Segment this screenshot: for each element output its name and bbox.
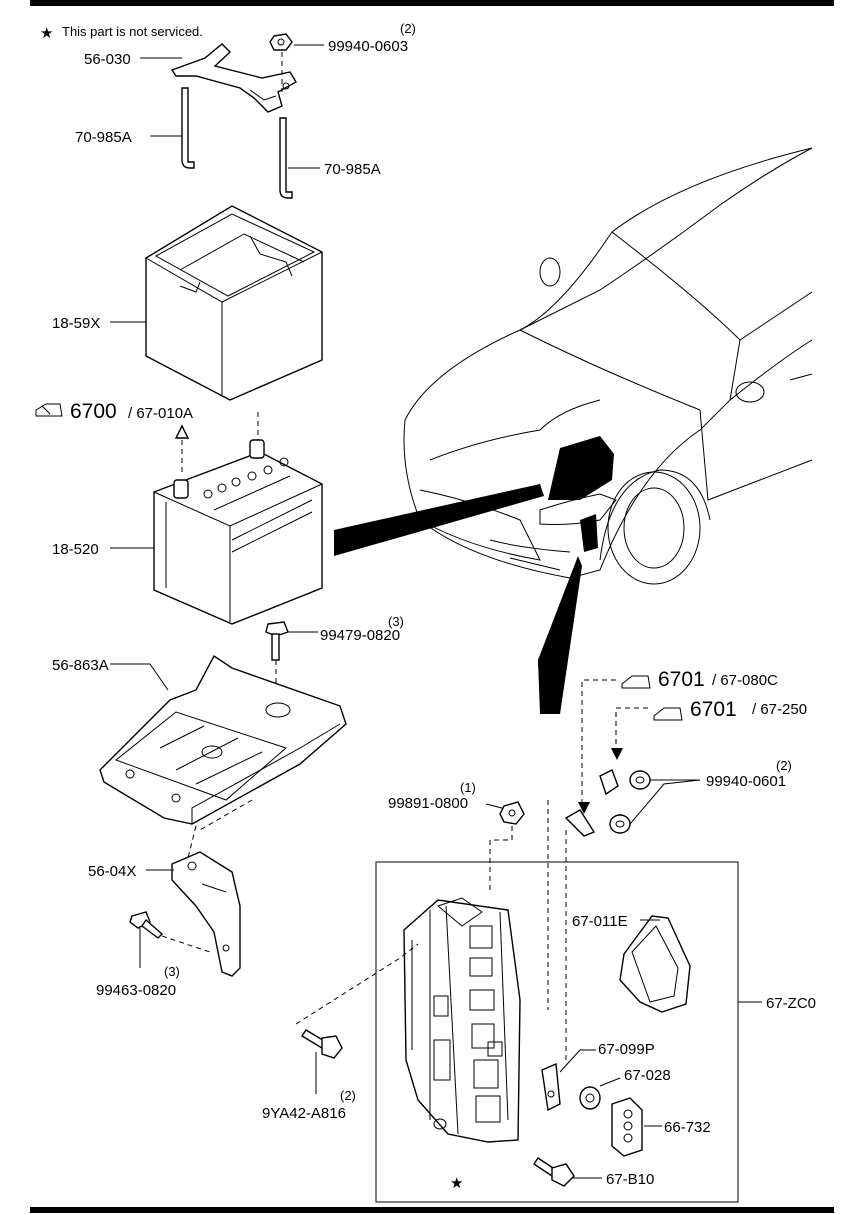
top-border bbox=[30, 0, 834, 6]
terminal-clip-icon bbox=[564, 769, 619, 837]
battery-clamp-bracket bbox=[170, 43, 297, 113]
hold-down-rod-right bbox=[279, 117, 293, 199]
label-70-985A-right: 70-985A bbox=[324, 161, 381, 178]
nut-icon bbox=[499, 801, 525, 825]
ref-6701-a-number: 6701 bbox=[658, 668, 705, 691]
connector-block bbox=[611, 1097, 643, 1157]
battery bbox=[153, 439, 323, 625]
label-67-028: 67-028 bbox=[624, 1067, 671, 1084]
bolt-icon bbox=[265, 621, 289, 661]
nut-icon bbox=[579, 1086, 601, 1110]
bolt-icon bbox=[301, 1029, 343, 1059]
label-67-011E: 67-011E bbox=[572, 913, 628, 930]
battery-tray bbox=[99, 654, 347, 825]
reference-book-icon bbox=[35, 403, 63, 417]
battery-location-highlight bbox=[548, 436, 614, 500]
qty-99479-0820: (3) bbox=[388, 614, 404, 629]
fuse-block-assembly-box bbox=[375, 861, 739, 1203]
note-text: This part is not serviced. bbox=[62, 24, 203, 39]
label-99463-0820: 99463-0820 bbox=[96, 982, 176, 999]
ref-6701-b-number: 6701 bbox=[690, 698, 737, 721]
fuse-block-cover bbox=[619, 915, 691, 1013]
label-18-520: 18-520 bbox=[52, 541, 99, 558]
tray-support-bracket bbox=[171, 851, 241, 977]
pointer-wedge-battery bbox=[334, 484, 544, 556]
label-99940-0601: 99940-0601 bbox=[706, 773, 786, 790]
label-9YA42-A816: 9YA42-A816 bbox=[262, 1105, 346, 1122]
qty-99940-0601: (2) bbox=[776, 758, 792, 773]
not-serviced-star: ★ bbox=[450, 1175, 463, 1192]
ref-6700-number: 6700 bbox=[70, 400, 117, 423]
ref-6701-a-code: / 67-080C bbox=[712, 672, 778, 689]
bolt-icon bbox=[533, 1157, 575, 1187]
fuse-block bbox=[403, 897, 521, 1143]
label-56-030: 56-030 bbox=[84, 51, 131, 68]
label-99479-0820: 99479-0820 bbox=[320, 627, 400, 644]
label-67-099P: 67-099P bbox=[598, 1041, 655, 1058]
label-70-985A-left: 70-985A bbox=[75, 129, 132, 146]
qty-99463-0820: (3) bbox=[164, 964, 180, 979]
hold-down-rod-left bbox=[181, 87, 195, 169]
label-56-04X: 56-04X bbox=[88, 863, 136, 880]
ref-6701-b-code: / 67-250 bbox=[752, 701, 807, 718]
label-67-B10: 67-B10 bbox=[606, 1171, 654, 1188]
note-star: ★ bbox=[40, 25, 53, 42]
label-66-732: 66-732 bbox=[664, 1119, 711, 1136]
label-99891-0800: 99891-0800 bbox=[388, 795, 468, 812]
label-56-863A: 56-863A bbox=[52, 657, 109, 674]
qty-99891-0800: (1) bbox=[460, 780, 476, 795]
battery-box bbox=[145, 205, 323, 401]
bottom-border bbox=[30, 1207, 834, 1213]
reference-book-icon bbox=[653, 707, 683, 721]
label-67-ZC0: 67-ZC0 bbox=[766, 995, 816, 1012]
label-18-59X: 18-59X bbox=[52, 315, 100, 332]
vehicle-illustration bbox=[403, 147, 813, 585]
clip-bracket bbox=[541, 1062, 561, 1112]
reference-book-icon bbox=[621, 675, 651, 689]
qty-99940-0603: (2) bbox=[400, 21, 416, 36]
qty-9YA42-A816: (2) bbox=[340, 1088, 356, 1103]
bolt-icon bbox=[129, 911, 164, 939]
nut-icon bbox=[609, 770, 651, 834]
ref-6700-code: / 67-010A bbox=[128, 405, 193, 422]
label-99940-0603: 99940-0603 bbox=[328, 38, 408, 55]
nut-icon bbox=[269, 33, 293, 51]
